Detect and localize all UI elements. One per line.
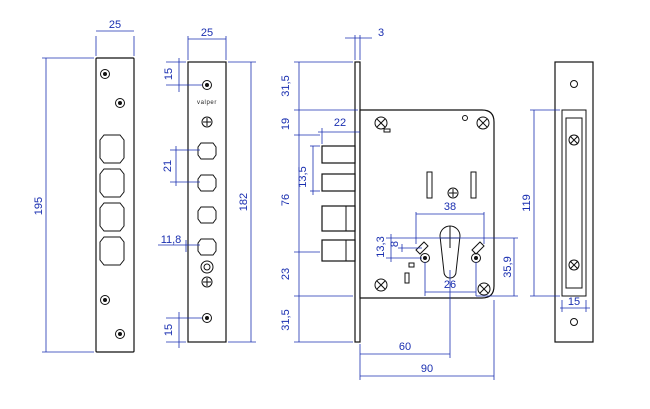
lock-body-dimensions: 3 31,5 19 76 23 31,5 22 13,5 38 13,3	[280, 27, 518, 380]
brand-logo: valper	[197, 100, 217, 106]
dim-cylinder-38: 38	[444, 201, 456, 213]
dim-body-top: 31,5	[280, 75, 292, 96]
dim-body-bottom: 31,5	[280, 309, 292, 330]
dim-cover-height: 182	[238, 193, 250, 211]
dim-body-19: 19	[280, 118, 292, 130]
dim-strike-width: 15	[568, 296, 580, 308]
strike-plate-view	[554, 61, 594, 343]
dim-cover-top-screw: 15	[163, 68, 175, 80]
dim-cover-11-8: 11,8	[161, 234, 182, 246]
dim-cylinder-35-9: 35,9	[502, 256, 514, 277]
strike-plate-dimensions: 119 15	[521, 109, 590, 312]
dim-body-23: 23	[280, 268, 292, 280]
dim-bolt-throw: 22	[334, 117, 346, 129]
dim-bolt-spacing: 13,5	[297, 166, 309, 187]
front-plate-dimensions: 25 195	[33, 19, 135, 353]
cover-plate-view: valper	[187, 61, 227, 343]
cover-plate-dimensions: 25 15 21 11,8 182 15	[158, 27, 256, 348]
dim-case-width: 90	[421, 363, 433, 375]
dim-front-plate-width: 25	[109, 19, 121, 31]
dim-backset: 60	[399, 341, 411, 353]
dim-cylinder-8: 8	[389, 241, 401, 247]
dim-cover-plate-width: 25	[201, 27, 213, 39]
dim-front-plate-height: 195	[33, 197, 45, 215]
dim-plate-thickness: 3	[378, 27, 384, 39]
dim-strike-height: 119	[521, 194, 533, 212]
lock-body-view	[321, 61, 495, 343]
dim-cylinder-13-3: 13,3	[375, 236, 387, 257]
dim-body-76: 76	[280, 194, 292, 206]
front-plate-view	[95, 57, 135, 353]
dim-cover-bottom-screw: 15	[163, 324, 175, 336]
dim-cover-spacing: 21	[162, 160, 174, 172]
